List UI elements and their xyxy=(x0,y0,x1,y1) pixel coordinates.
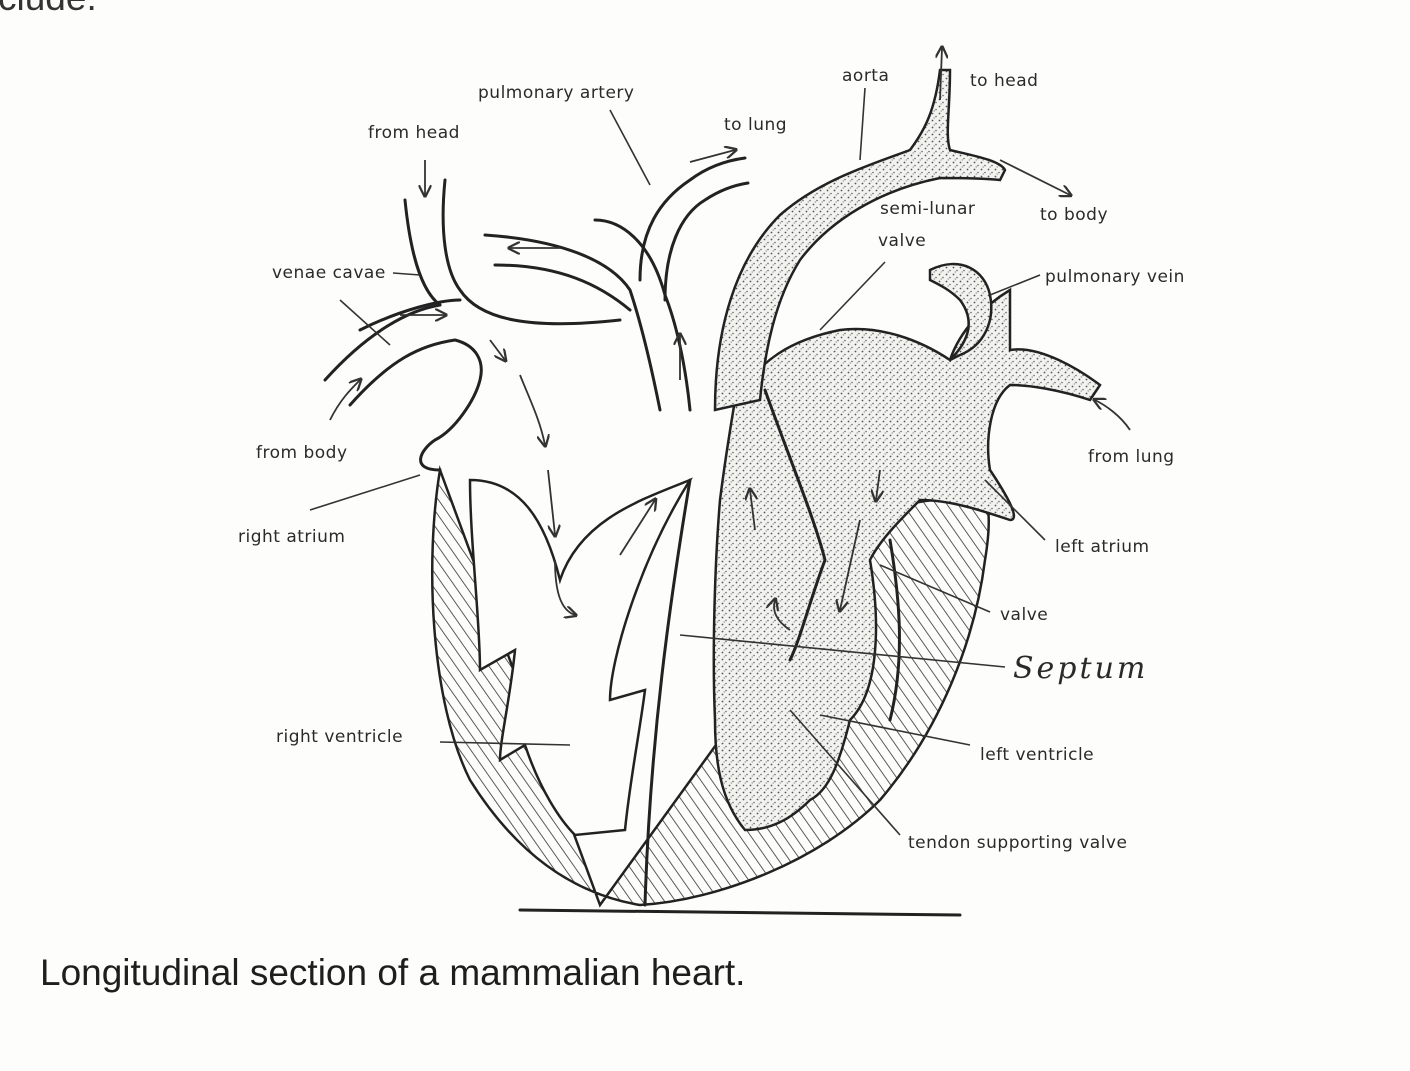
label-from-lung: from lung xyxy=(1088,447,1175,467)
right-ventricle-cavity xyxy=(468,477,694,837)
label-venae-cavae: venae cavae xyxy=(272,263,386,283)
label-from-head: from head xyxy=(368,123,460,143)
label-right-ventricle: right ventricle xyxy=(276,727,403,747)
pulmonary-vein-vessel xyxy=(928,262,993,362)
heart-drawing xyxy=(323,68,1102,917)
leader-lines xyxy=(309,87,1046,836)
page-fragment: clude. xyxy=(0,0,97,18)
labels: aorta to head pulmonary artery to lung f… xyxy=(238,66,1185,853)
label-from-body: from body xyxy=(256,443,348,463)
aorta-vessel xyxy=(713,68,1007,412)
label-tendon: tendon supporting valve xyxy=(908,833,1127,853)
label-semi-lunar: semi-lunar xyxy=(880,199,975,219)
label-to-lung: to lung xyxy=(724,115,787,135)
label-left-atrium: left atrium xyxy=(1055,537,1150,557)
label-septum: Septum xyxy=(1013,651,1148,686)
label-to-head: to head xyxy=(970,71,1038,91)
label-left-ventricle: left ventricle xyxy=(980,745,1094,765)
label-aorta: aorta xyxy=(842,66,889,86)
label-semi-lunar-valve: valve xyxy=(878,231,926,251)
label-to-body: to body xyxy=(1040,205,1108,225)
label-right-atrium: right atrium xyxy=(238,527,345,547)
label-valve: valve xyxy=(1000,605,1048,625)
flow-arrows xyxy=(329,48,1131,631)
label-pulmonary-artery: pulmonary artery xyxy=(478,83,634,103)
pulmonary-artery-vessel xyxy=(483,233,662,412)
label-pulmonary-vein: pulmonary vein xyxy=(1045,267,1185,287)
venae-cavae-vessel xyxy=(403,198,442,307)
diagram-caption: Longitudinal section of a mammalian hear… xyxy=(40,952,745,993)
